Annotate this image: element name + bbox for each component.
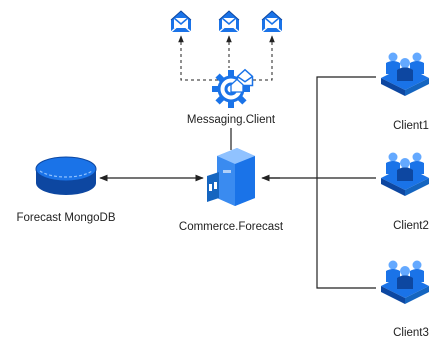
users-group-icon <box>381 260 429 304</box>
users-group-icon <box>381 152 429 196</box>
forecast-mongodb-label: Forecast MongoDB <box>16 212 115 224</box>
dashed-connector-envelope-3 <box>250 35 275 81</box>
gear-envelopes-icon <box>212 68 254 108</box>
envelope-icon <box>170 10 192 33</box>
server-icon <box>207 148 255 206</box>
envelope-icon <box>261 10 283 33</box>
database-icon <box>35 156 97 195</box>
envelope-icon <box>218 10 240 33</box>
commerce-forecast-label: Commerce.Forecast <box>179 221 284 233</box>
client3-label: Client3 <box>393 327 429 339</box>
dashed-connector-envelope-1 <box>178 35 218 81</box>
connector-clients-server <box>264 76 376 289</box>
messaging-client-label: Messaging.Client <box>187 114 276 126</box>
users-group-icon <box>381 52 429 96</box>
client1-label: Client1 <box>393 120 429 132</box>
client2-label: Client2 <box>393 220 429 232</box>
